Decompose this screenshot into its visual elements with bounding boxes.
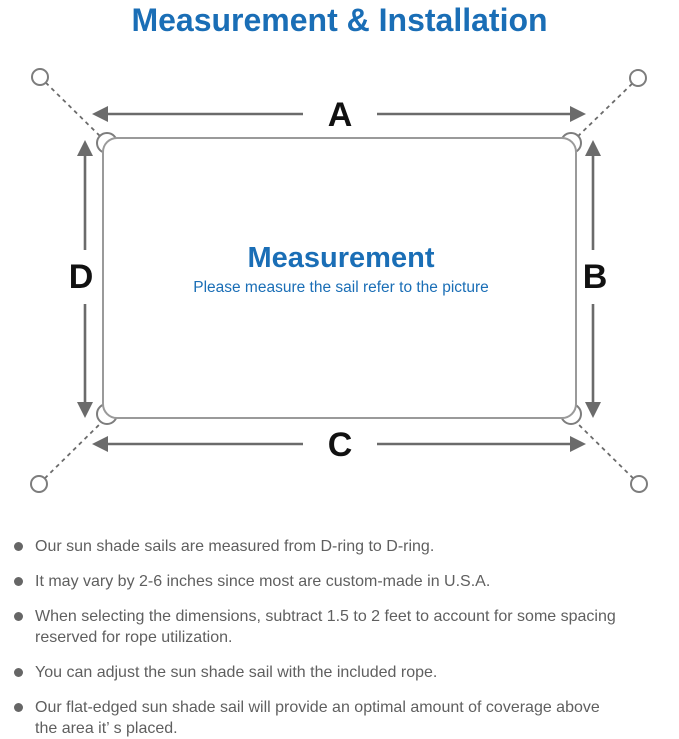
anchor-ring-top-left-icon	[31, 68, 49, 86]
arrowhead-down-icon	[585, 402, 601, 418]
bullet-icon	[14, 668, 23, 677]
anchor-ring-bottom-right-icon	[630, 475, 648, 493]
rope-bottom-left	[38, 417, 107, 485]
note-text: Our flat-edged sun shade sail will provi…	[35, 699, 600, 716]
note-text: reserved for rope utilization.	[35, 629, 233, 646]
bullet-icon	[14, 612, 23, 621]
anchor-rings	[30, 68, 648, 493]
dimension-label-d: D	[69, 258, 94, 296]
bullet-icon	[14, 542, 23, 551]
arrowhead-left-icon	[92, 106, 108, 122]
arrowheads-a	[92, 106, 586, 122]
arrowhead-left-icon	[92, 436, 108, 452]
rope-bottom-right	[571, 417, 640, 485]
list-item: Our sun shade sails are measured from D-…	[14, 536, 671, 557]
arrowhead-up-icon	[585, 140, 601, 156]
notes-list: Our sun shade sails are measured from D-…	[14, 536, 671, 739]
page-title: Measurement & Installation	[131, 2, 548, 38]
dimension-label-a: A	[328, 96, 353, 134]
list-item: Our flat-edged sun shade sail will provi…	[14, 697, 671, 739]
note-text: You can adjust the sun shade sail with t…	[35, 664, 438, 681]
list-item: When selecting the dimensions, subtract …	[14, 606, 671, 648]
dimension-label-c: C	[328, 426, 353, 464]
arrowheads-b	[585, 140, 601, 418]
anchor-ring-top-right-icon	[629, 69, 647, 87]
list-item: It may vary by 2-6 inches since most are…	[14, 571, 671, 592]
arrowhead-right-icon	[570, 436, 586, 452]
diagram-center-title: Measurement	[248, 242, 435, 274]
arrowhead-up-icon	[77, 140, 93, 156]
note-text: Our sun shade sails are measured from D-…	[35, 538, 435, 555]
dimension-label-b: B	[583, 258, 608, 296]
note-text: the area it’ s placed.	[35, 720, 178, 737]
arrowheads-d	[77, 140, 93, 418]
bullet-icon	[14, 577, 23, 586]
sail-rectangle	[102, 137, 577, 419]
anchor-ring-bottom-left-icon	[30, 475, 48, 493]
arrowhead-right-icon	[570, 106, 586, 122]
arrowheads-c	[92, 436, 586, 452]
list-item: You can adjust the sun shade sail with t…	[14, 662, 671, 683]
rope-top-left	[39, 76, 107, 143]
rope-top-right	[571, 77, 639, 143]
arrowhead-down-icon	[77, 402, 93, 418]
bullet-icon	[14, 703, 23, 712]
measurement-diagram: A C D B Measurement Please measure the s…	[30, 68, 648, 493]
note-text: It may vary by 2-6 inches since most are…	[35, 573, 491, 590]
note-text: When selecting the dimensions, subtract …	[35, 608, 616, 625]
diagram-center-subtitle: Please measure the sail refer to the pic…	[193, 279, 489, 296]
